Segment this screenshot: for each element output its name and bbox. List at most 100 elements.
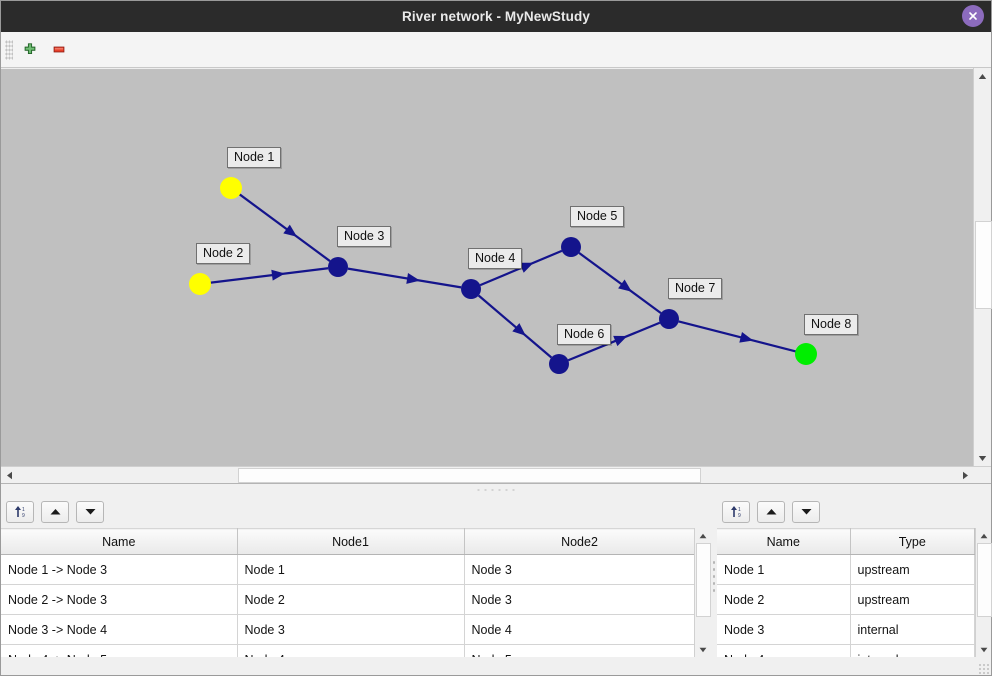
nodes-vertical-scrollbar[interactable] [975, 528, 992, 657]
graph-edge[interactable] [578, 252, 662, 314]
nodes-move-down-button[interactable] [792, 500, 820, 523]
node-label-node-7[interactable]: Node 7 [668, 278, 723, 299]
reaches-vertical-scrollbar[interactable] [694, 528, 711, 657]
table-cell[interactable]: Node 3 [237, 614, 465, 645]
reaches-vscroll-track[interactable] [695, 543, 711, 642]
reaches-scroll-up-button[interactable] [695, 528, 710, 543]
splitter-grip-icon [475, 487, 517, 492]
edge-arrow-icon [613, 335, 628, 347]
node-label-node-8[interactable]: Node 8 [804, 314, 859, 335]
triangle-down-icon [699, 647, 706, 652]
nodes-move-up-button[interactable] [757, 500, 785, 523]
scroll-left-button[interactable] [1, 467, 18, 483]
table-cell[interactable]: Node 4 [464, 614, 694, 645]
reaches-sort-button[interactable]: 1 9 [6, 500, 34, 523]
table-row[interactable]: Node 4internal [717, 644, 975, 657]
canvas-vscroll-track[interactable] [974, 84, 992, 450]
table-cell[interactable]: Node 4 [717, 644, 851, 657]
canvas-hscroll-thumb[interactable] [238, 468, 701, 483]
triangle-up-icon [980, 533, 987, 538]
nodes-scroll-down-button[interactable] [976, 642, 991, 657]
table-cell[interactable]: upstream [850, 584, 975, 615]
table-cell[interactable]: Node 3 -> Node 4 [1, 614, 238, 645]
canvas-vscroll-thumb[interactable] [975, 221, 992, 309]
scroll-up-button[interactable] [974, 68, 991, 84]
graph-edge[interactable] [477, 294, 553, 359]
graph-node-node-1[interactable] [220, 177, 242, 199]
reaches-scroll-down-button[interactable] [695, 642, 710, 657]
reaches-move-up-button[interactable] [41, 500, 69, 523]
table-cell[interactable]: Node 5 [464, 644, 694, 657]
table-cell[interactable]: Node 3 [464, 584, 694, 615]
network-graph-canvas[interactable]: Node 1 Node 2 Node 3 Node 4 Node 5 Node 6 Node… [1, 68, 973, 466]
node-label-node-2[interactable]: Node 2 [196, 243, 251, 264]
graph-node-node-8[interactable] [795, 343, 817, 365]
node-label-node-6[interactable]: Node 6 [557, 324, 612, 345]
node-label-node-1[interactable]: Node 1 [227, 147, 282, 168]
triangle-up-icon [699, 533, 706, 538]
horizontal-splitter[interactable] [1, 483, 991, 495]
network-graph-svg [189, 177, 817, 374]
nodes-table-header-row: Name Type [717, 528, 975, 555]
close-window-button[interactable] [962, 5, 984, 27]
nodes-col-type[interactable]: Type [850, 528, 975, 555]
reaches-move-down-button[interactable] [76, 500, 104, 523]
graph-edge[interactable] [209, 267, 329, 284]
table-cell[interactable]: Node 1 [717, 554, 851, 585]
graph-node-node-2[interactable] [189, 273, 211, 295]
canvas-horizontal-scrollbar[interactable] [1, 466, 991, 483]
window-resize-grip[interactable] [978, 663, 989, 674]
table-cell[interactable]: Node 1 -> Node 3 [1, 554, 238, 585]
graph-edge[interactable] [567, 321, 661, 362]
table-cell[interactable]: Node 1 [237, 554, 465, 585]
graph-edge[interactable] [678, 320, 797, 353]
nodes-sort-button[interactable]: 1 9 [722, 500, 750, 523]
table-cell[interactable]: internal [850, 614, 975, 645]
graph-node-node-7[interactable] [659, 309, 679, 329]
table-cell[interactable]: Node 3 [464, 554, 694, 585]
table-cell[interactable]: upstream [850, 554, 975, 585]
graph-edge[interactable] [238, 193, 331, 262]
table-cell[interactable]: Node 2 -> Node 3 [1, 584, 238, 615]
nodes-vscroll-track[interactable] [976, 543, 992, 642]
toolbar-drag-handle[interactable] [5, 39, 13, 60]
graph-node-node-4[interactable] [461, 279, 481, 299]
graph-node-node-6[interactable] [549, 354, 569, 374]
reaches-col-node2[interactable]: Node2 [464, 528, 694, 555]
node-label-node-4[interactable]: Node 4 [468, 248, 523, 269]
nodes-scroll-up-button[interactable] [976, 528, 991, 543]
table-cell[interactable]: Node 2 [717, 584, 851, 615]
reaches-col-node1[interactable]: Node1 [237, 528, 465, 555]
table-cell[interactable]: Node 2 [237, 584, 465, 615]
vertical-splitter[interactable] [710, 495, 717, 657]
nodes-col-name[interactable]: Name [717, 528, 851, 555]
table-cell[interactable]: Node 4 -> Node 5 [1, 644, 238, 657]
red-minus-delete-icon [53, 46, 65, 53]
reaches-vscroll-thumb[interactable] [696, 543, 711, 617]
nodes-vscroll-thumb[interactable] [977, 543, 992, 617]
scroll-down-button[interactable] [974, 450, 991, 466]
scroll-right-button[interactable] [957, 467, 974, 483]
canvas-hscroll-track[interactable] [18, 467, 957, 483]
graph-edge[interactable] [347, 267, 462, 289]
graph-node-node-5[interactable] [561, 237, 581, 257]
table-cell[interactable]: Node 4 [237, 644, 465, 657]
table-cell[interactable]: internal [850, 644, 975, 657]
node-label-node-3[interactable]: Node 3 [337, 226, 392, 247]
table-cell[interactable]: Node 3 [717, 614, 851, 645]
delete-node-button[interactable] [46, 37, 72, 63]
canvas-vertical-scrollbar[interactable] [973, 68, 992, 466]
reaches-col-name[interactable]: Name [1, 528, 238, 555]
graph-node-node-3[interactable] [328, 257, 348, 277]
add-node-button[interactable] [17, 37, 43, 63]
node-label-node-5[interactable]: Node 5 [570, 206, 625, 227]
